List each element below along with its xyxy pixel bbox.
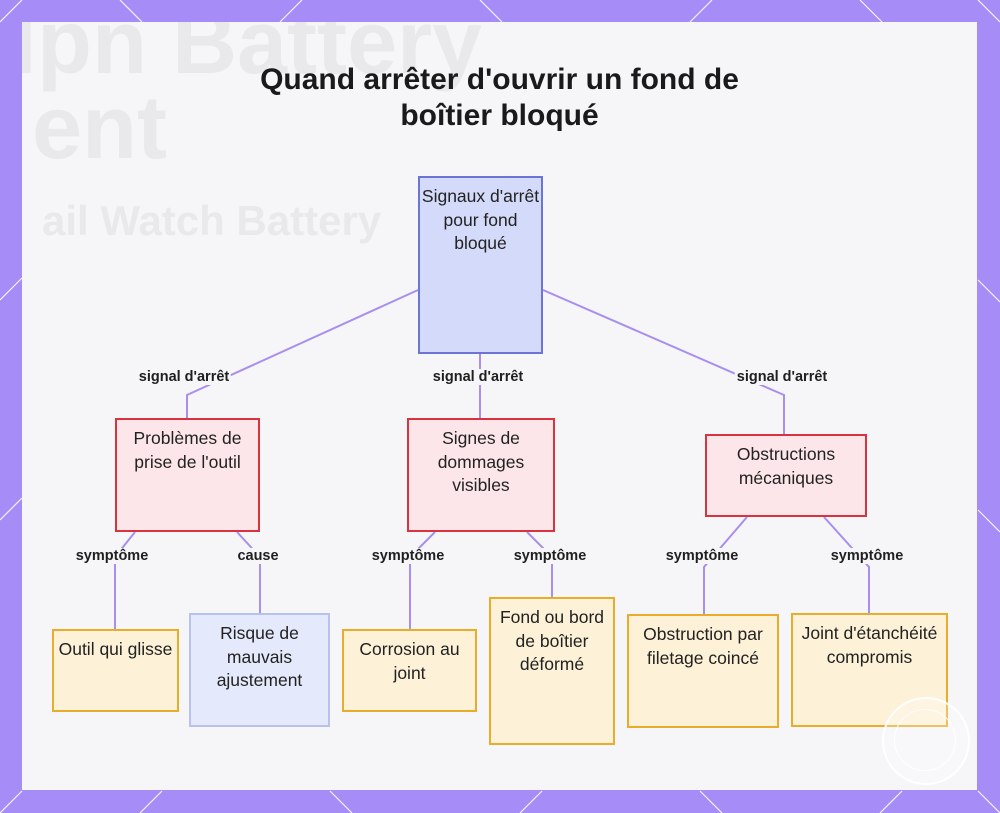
- edge-root-grip: [186, 289, 419, 418]
- watermark-seal-logo: [882, 697, 970, 785]
- node-misfit-risk: Risque de mauvais ajustement: [189, 613, 330, 727]
- diagram-canvas: lpn Battery ent ail Watch Battery Quand …: [22, 22, 977, 790]
- edge-mech-thread: [703, 516, 748, 614]
- edge-label-damage-corrosion: symptôme: [369, 548, 447, 564]
- node-corrosion: Corrosion au joint: [342, 629, 477, 712]
- node-tool-slip: Outil qui glisse: [52, 629, 179, 712]
- edge-damage-deformed: [526, 531, 553, 597]
- edge-root-mechanical: [542, 289, 785, 434]
- background-watermark-text-2: ent: [32, 78, 167, 178]
- edge-label-root-damage: signal d'arrêt: [430, 369, 526, 385]
- edge-grip-slip: [114, 531, 136, 629]
- node-visible-damage-label: Signes de dommages visibles: [437, 428, 525, 495]
- node-visible-damage: Signes de dommages visibles: [407, 418, 555, 532]
- node-stop-signals-label: Signaux d'arrêt pour fond bloqué: [421, 186, 540, 253]
- node-misfit-risk-label: Risque de mauvais ajustement: [216, 623, 303, 690]
- edge-damage-corrosion: [409, 531, 436, 629]
- node-stuck-thread-label: Obstruction par filetage coincé: [643, 624, 763, 668]
- node-tool-slip-label: Outil qui glisse: [58, 639, 173, 659]
- node-compromised-seal-label: Joint d'étanchéité compromis: [801, 623, 938, 667]
- edge-label-grip-slip: symptôme: [73, 548, 151, 564]
- edge-label-damage-deformed: symptôme: [511, 548, 589, 564]
- node-corrosion-label: Corrosion au joint: [359, 639, 460, 683]
- title-line-2: boîtier bloqué: [400, 99, 599, 132]
- node-stuck-thread: Obstruction par filetage coincé: [627, 614, 779, 728]
- title-line-1: Quand arrêter d'ouvrir un fond de: [260, 63, 739, 96]
- node-tool-grip-problems: Problèmes de prise de l'outil: [115, 418, 260, 532]
- node-deformed-case: Fond ou bord de boîtier déformé: [489, 597, 615, 745]
- node-deformed-case-label: Fond ou bord de boîtier déformé: [499, 607, 605, 674]
- diagram-title: Quand arrêter d'ouvrir un fond de boîtie…: [22, 62, 977, 134]
- node-mechanical-obstructions: Obstructions mécaniques: [705, 434, 867, 517]
- edge-label-mech-seal: symptôme: [828, 548, 906, 564]
- edge-label-root-grip: signal d'arrêt: [136, 369, 232, 385]
- edge-label-mech-thread: symptôme: [663, 548, 741, 564]
- edge-label-grip-misfit: cause: [235, 548, 281, 564]
- edge-grip-misfit: [236, 531, 261, 613]
- background-watermark-text-1: lpn Battery: [22, 22, 483, 93]
- background-watermark-text-3: ail Watch Battery: [42, 197, 382, 244]
- edge-label-root-mechanical: signal d'arrêt: [734, 369, 830, 385]
- edge-mech-seal: [823, 516, 870, 613]
- node-stop-signals: Signaux d'arrêt pour fond bloqué: [418, 176, 543, 354]
- node-mechanical-obstructions-label: Obstructions mécaniques: [736, 444, 836, 488]
- node-tool-grip-problems-label: Problèmes de prise de l'outil: [133, 428, 242, 472]
